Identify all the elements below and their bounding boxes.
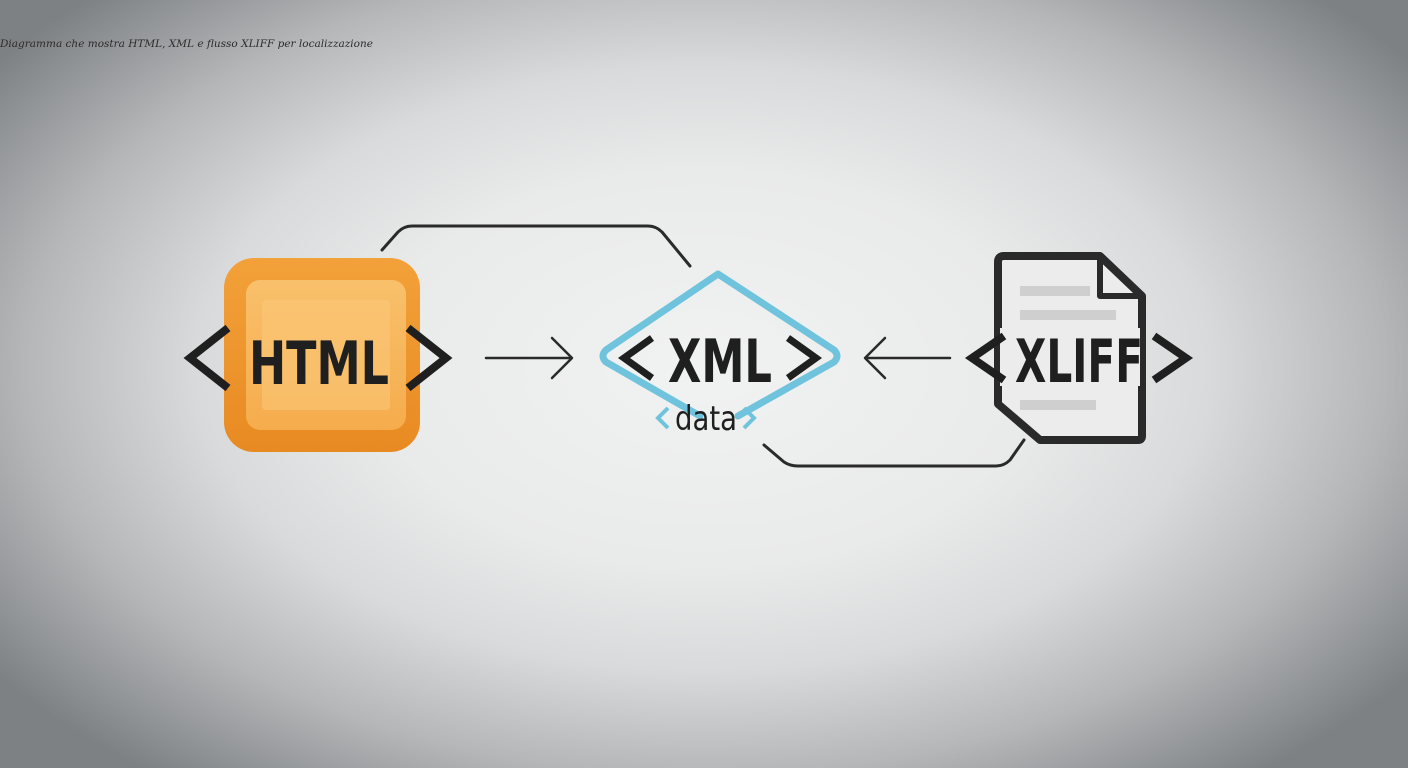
xml-sublabel: data <box>675 399 737 439</box>
xliff-label: XLIFF <box>1015 327 1143 397</box>
arrow-html-to-xml <box>484 336 574 380</box>
xml-diamond-icon <box>599 270 841 420</box>
xliff-node: XLIFF <box>964 252 1194 444</box>
document-icon <box>994 252 1146 444</box>
xml-node: XML data <box>599 270 841 439</box>
connector-top <box>380 224 692 268</box>
connector-bottom <box>762 438 1026 468</box>
diagram-caption: Diagramma che mostra HTML, XML e flusso … <box>0 38 373 50</box>
html-node: HTML <box>183 258 453 452</box>
html-tag-icon <box>183 258 453 452</box>
html-label: HTML <box>249 329 389 399</box>
arrow-xliff-to-xml <box>863 336 952 380</box>
xml-label: XML <box>668 327 772 397</box>
